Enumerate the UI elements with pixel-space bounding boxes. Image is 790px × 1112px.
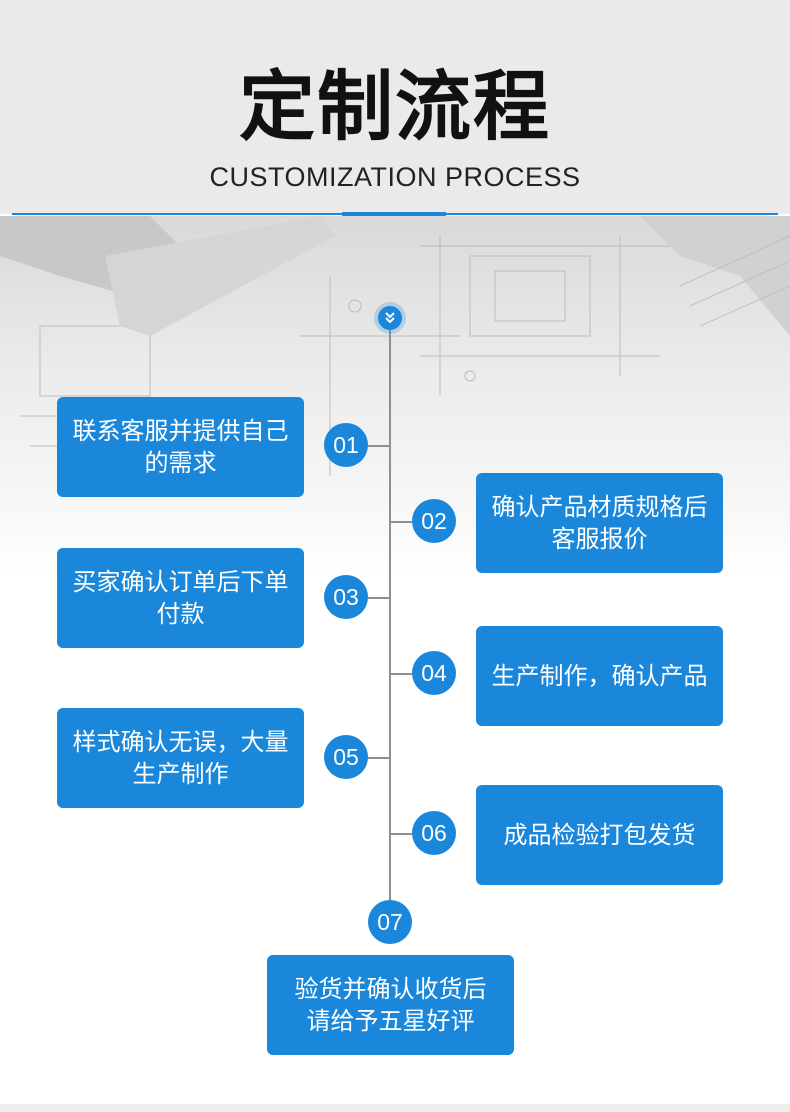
header: 定制流程 CUSTOMIZATION PROCESS <box>0 0 790 214</box>
timeline-line <box>389 330 391 902</box>
step-06-box: 成品检验打包发货 <box>476 785 723 885</box>
step-03-connector <box>368 597 390 599</box>
timeline-start-marker <box>374 302 406 334</box>
step-01-number: 01 <box>324 423 368 467</box>
step-04-box: 生产制作，确认产品 <box>476 626 723 726</box>
step-06-number: 06 <box>412 811 456 855</box>
step-07-box: 验货并确认收货后请给予五星好评 <box>267 955 514 1055</box>
step-02-box: 确认产品材质规格后客服报价 <box>476 473 723 573</box>
step-05-number: 05 <box>324 735 368 779</box>
step-05-connector <box>368 757 390 759</box>
step-01-connector <box>368 445 390 447</box>
step-03-box: 买家确认订单后下单付款 <box>57 548 304 648</box>
header-accent-bar <box>342 212 446 217</box>
step-06-connector <box>390 833 412 835</box>
step-02-number: 02 <box>412 499 456 543</box>
bottom-strip <box>0 1104 790 1112</box>
step-04-connector <box>390 673 412 675</box>
step-05-box: 样式确认无误，大量生产制作 <box>57 708 304 808</box>
page-title: 定制流程 <box>239 62 551 151</box>
step-03-number: 03 <box>324 575 368 619</box>
step-07-number: 07 <box>368 900 412 944</box>
double-chevron-down-icon <box>385 312 395 324</box>
step-01-box: 联系客服并提供自己的需求 <box>57 397 304 497</box>
step-04-number: 04 <box>412 651 456 695</box>
page-subtitle: CUSTOMIZATION PROCESS <box>209 162 581 192</box>
step-02-connector <box>390 521 412 523</box>
